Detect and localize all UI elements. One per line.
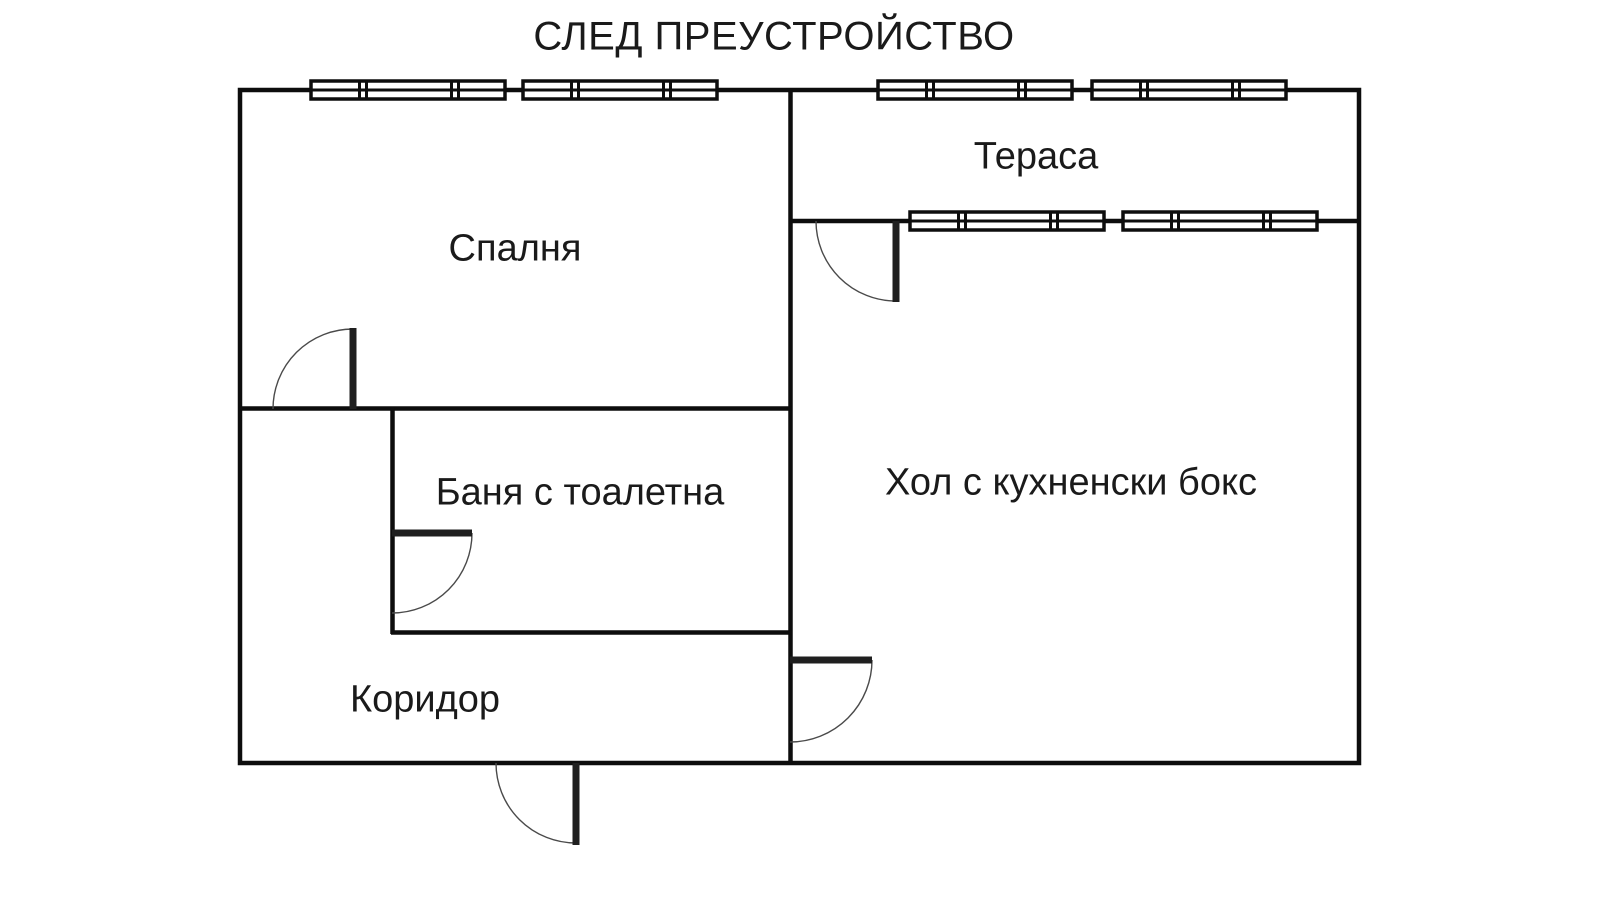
window-terrace-top-left	[876, 79, 1074, 101]
room-label-terrace: Тераса	[973, 135, 1099, 178]
door-living-swing-arc	[789, 659, 873, 743]
room-label-corridor: Коридор	[349, 678, 501, 721]
room-label-bathroom: Баня с тоалетна	[435, 471, 725, 514]
door-bedroom-swing-arc	[272, 328, 354, 410]
door-terrace-swing-arc	[815, 220, 897, 302]
window-bedroom-left	[309, 79, 507, 101]
plan-title: СЛЕД ПРЕУСТРОЙСТВО	[533, 14, 1015, 59]
window-bedroom-right	[521, 79, 719, 101]
window-living-left	[908, 210, 1106, 232]
door-living-leaf	[790, 656, 872, 664]
door-terrace-leaf	[892, 221, 900, 302]
room-label-bedroom: Спалня	[448, 227, 582, 270]
door-bathroom-swing-arc	[391, 532, 473, 614]
window-living-right	[1121, 210, 1319, 232]
window-terrace-top-right	[1090, 79, 1288, 101]
door-entrance-leaf	[572, 763, 580, 845]
door-bathroom-leaf	[392, 529, 472, 537]
room-label-living: Хол с кухненски бокс	[884, 461, 1258, 504]
outer-wall	[237, 87, 1362, 766]
door-bedroom-leaf	[349, 328, 357, 409]
door-entrance-swing-arc	[495, 762, 577, 844]
